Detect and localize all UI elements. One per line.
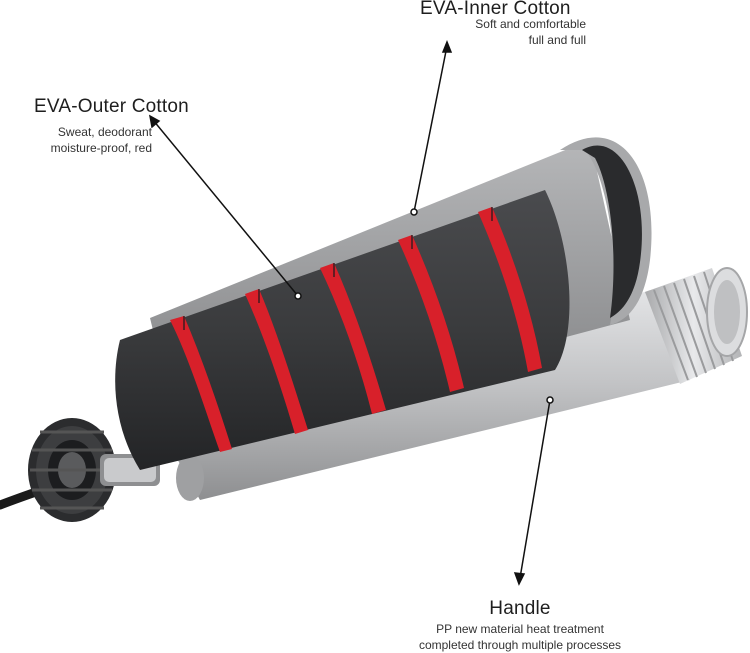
inner-cotton-desc: Soft and comfortable full and full: [475, 16, 586, 48]
outer-foam: [115, 190, 570, 470]
handle-title: Handle: [489, 598, 551, 619]
handle-desc: PP new material heat treatment completed…: [400, 621, 640, 653]
inner-cotton-title: EVA-Inner Cotton: [420, 0, 571, 19]
inner-cotton-desc-line: Soft and comfortable: [475, 17, 586, 31]
handle-desc-line: completed through multiple processes: [418, 638, 622, 652]
leader-handle: [519, 399, 551, 579]
handle-desc-line: PP new material heat treatment: [436, 622, 604, 636]
inner-cotton-desc-line: full and full: [528, 33, 586, 47]
leader-outer-arrow: [148, 114, 161, 129]
leader-outer: [152, 119, 299, 297]
outer-cotton-desc-line: moisture-proof, red: [50, 141, 152, 155]
outer-cotton-title: EVA-Outer Cotton: [34, 96, 189, 117]
outer-cotton-desc-line: Sweat, deodorant: [57, 125, 152, 139]
outer-cotton-desc: Sweat, deodorant moisture-proof, red: [51, 124, 152, 156]
leader-lines: [148, 39, 554, 586]
thread-end: [645, 267, 748, 384]
leader-inner-arrow: [441, 39, 453, 53]
leader-inner: [413, 45, 448, 213]
end-cap-icon: [28, 418, 160, 522]
red-stripes: [170, 207, 542, 452]
leader-handle-arrow: [513, 572, 526, 586]
